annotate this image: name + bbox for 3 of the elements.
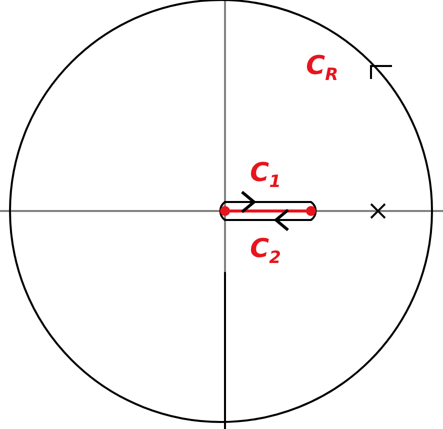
contour-label: C$_{R}$ — [306, 53, 338, 84]
contour-label: C$_{2}$ — [250, 236, 281, 268]
contour-label: C$_{1}$ — [250, 160, 281, 192]
